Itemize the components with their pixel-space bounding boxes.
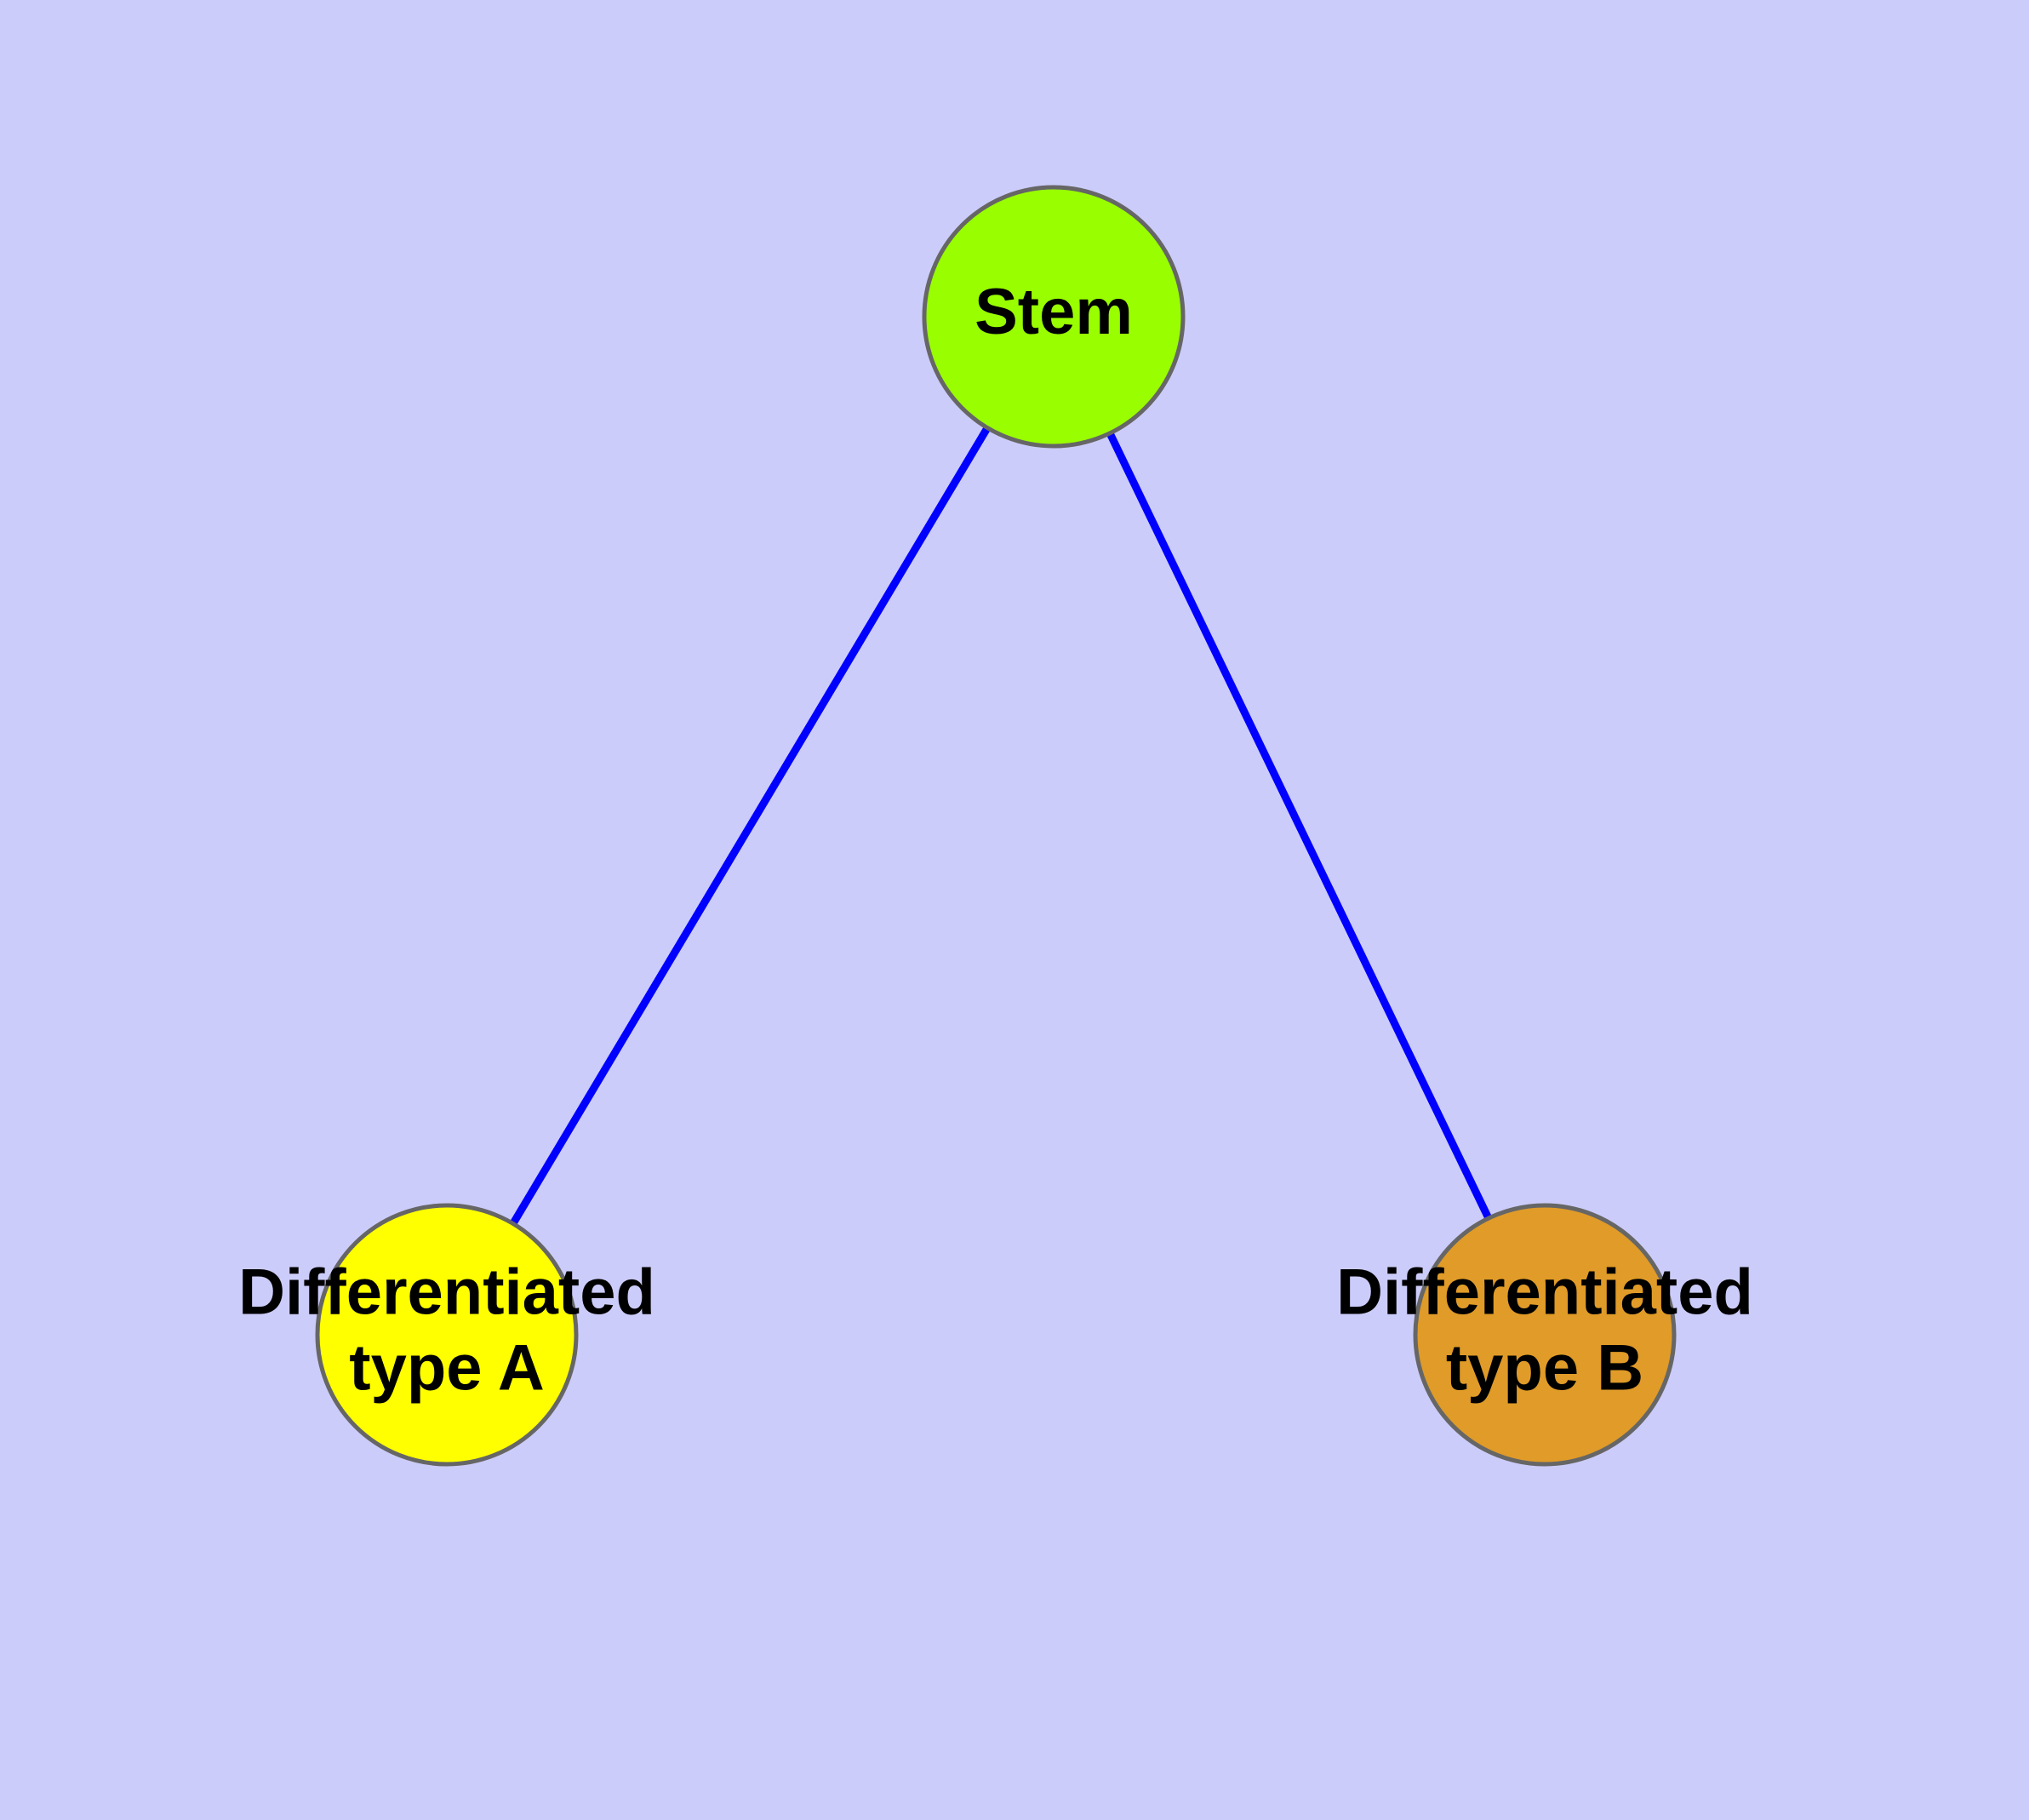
edge-stem-diff-a (443, 314, 1057, 1337)
node-circle-diff_b[interactable] (1413, 1203, 1677, 1467)
node-circle-diff_a[interactable] (315, 1203, 579, 1467)
node-label-stem: Stem (974, 276, 1133, 348)
node-stem[interactable]: Stem (922, 185, 1186, 449)
node-circle-stem[interactable] (922, 185, 1186, 449)
edges-layer (443, 314, 1549, 1337)
edge-stem-diff-b (1049, 315, 1549, 1336)
